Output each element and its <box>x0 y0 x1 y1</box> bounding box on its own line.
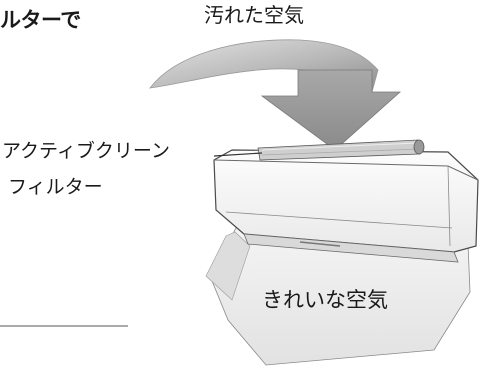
filter-label-line2: フィルター <box>8 176 103 198</box>
filter-leader-line <box>213 152 263 157</box>
section-heading: ルターで <box>0 8 81 32</box>
dirty-air-label: 汚れた空気 <box>204 3 304 27</box>
clean-air-label: きれいな空気 <box>262 288 388 312</box>
clean-air-stream <box>205 227 471 366</box>
filter-label-line1: アクティブクリーン <box>2 140 170 162</box>
air-conditioner-unit <box>213 149 479 263</box>
dirty-air-arrow <box>149 39 402 151</box>
active-clean-filter <box>257 139 425 161</box>
